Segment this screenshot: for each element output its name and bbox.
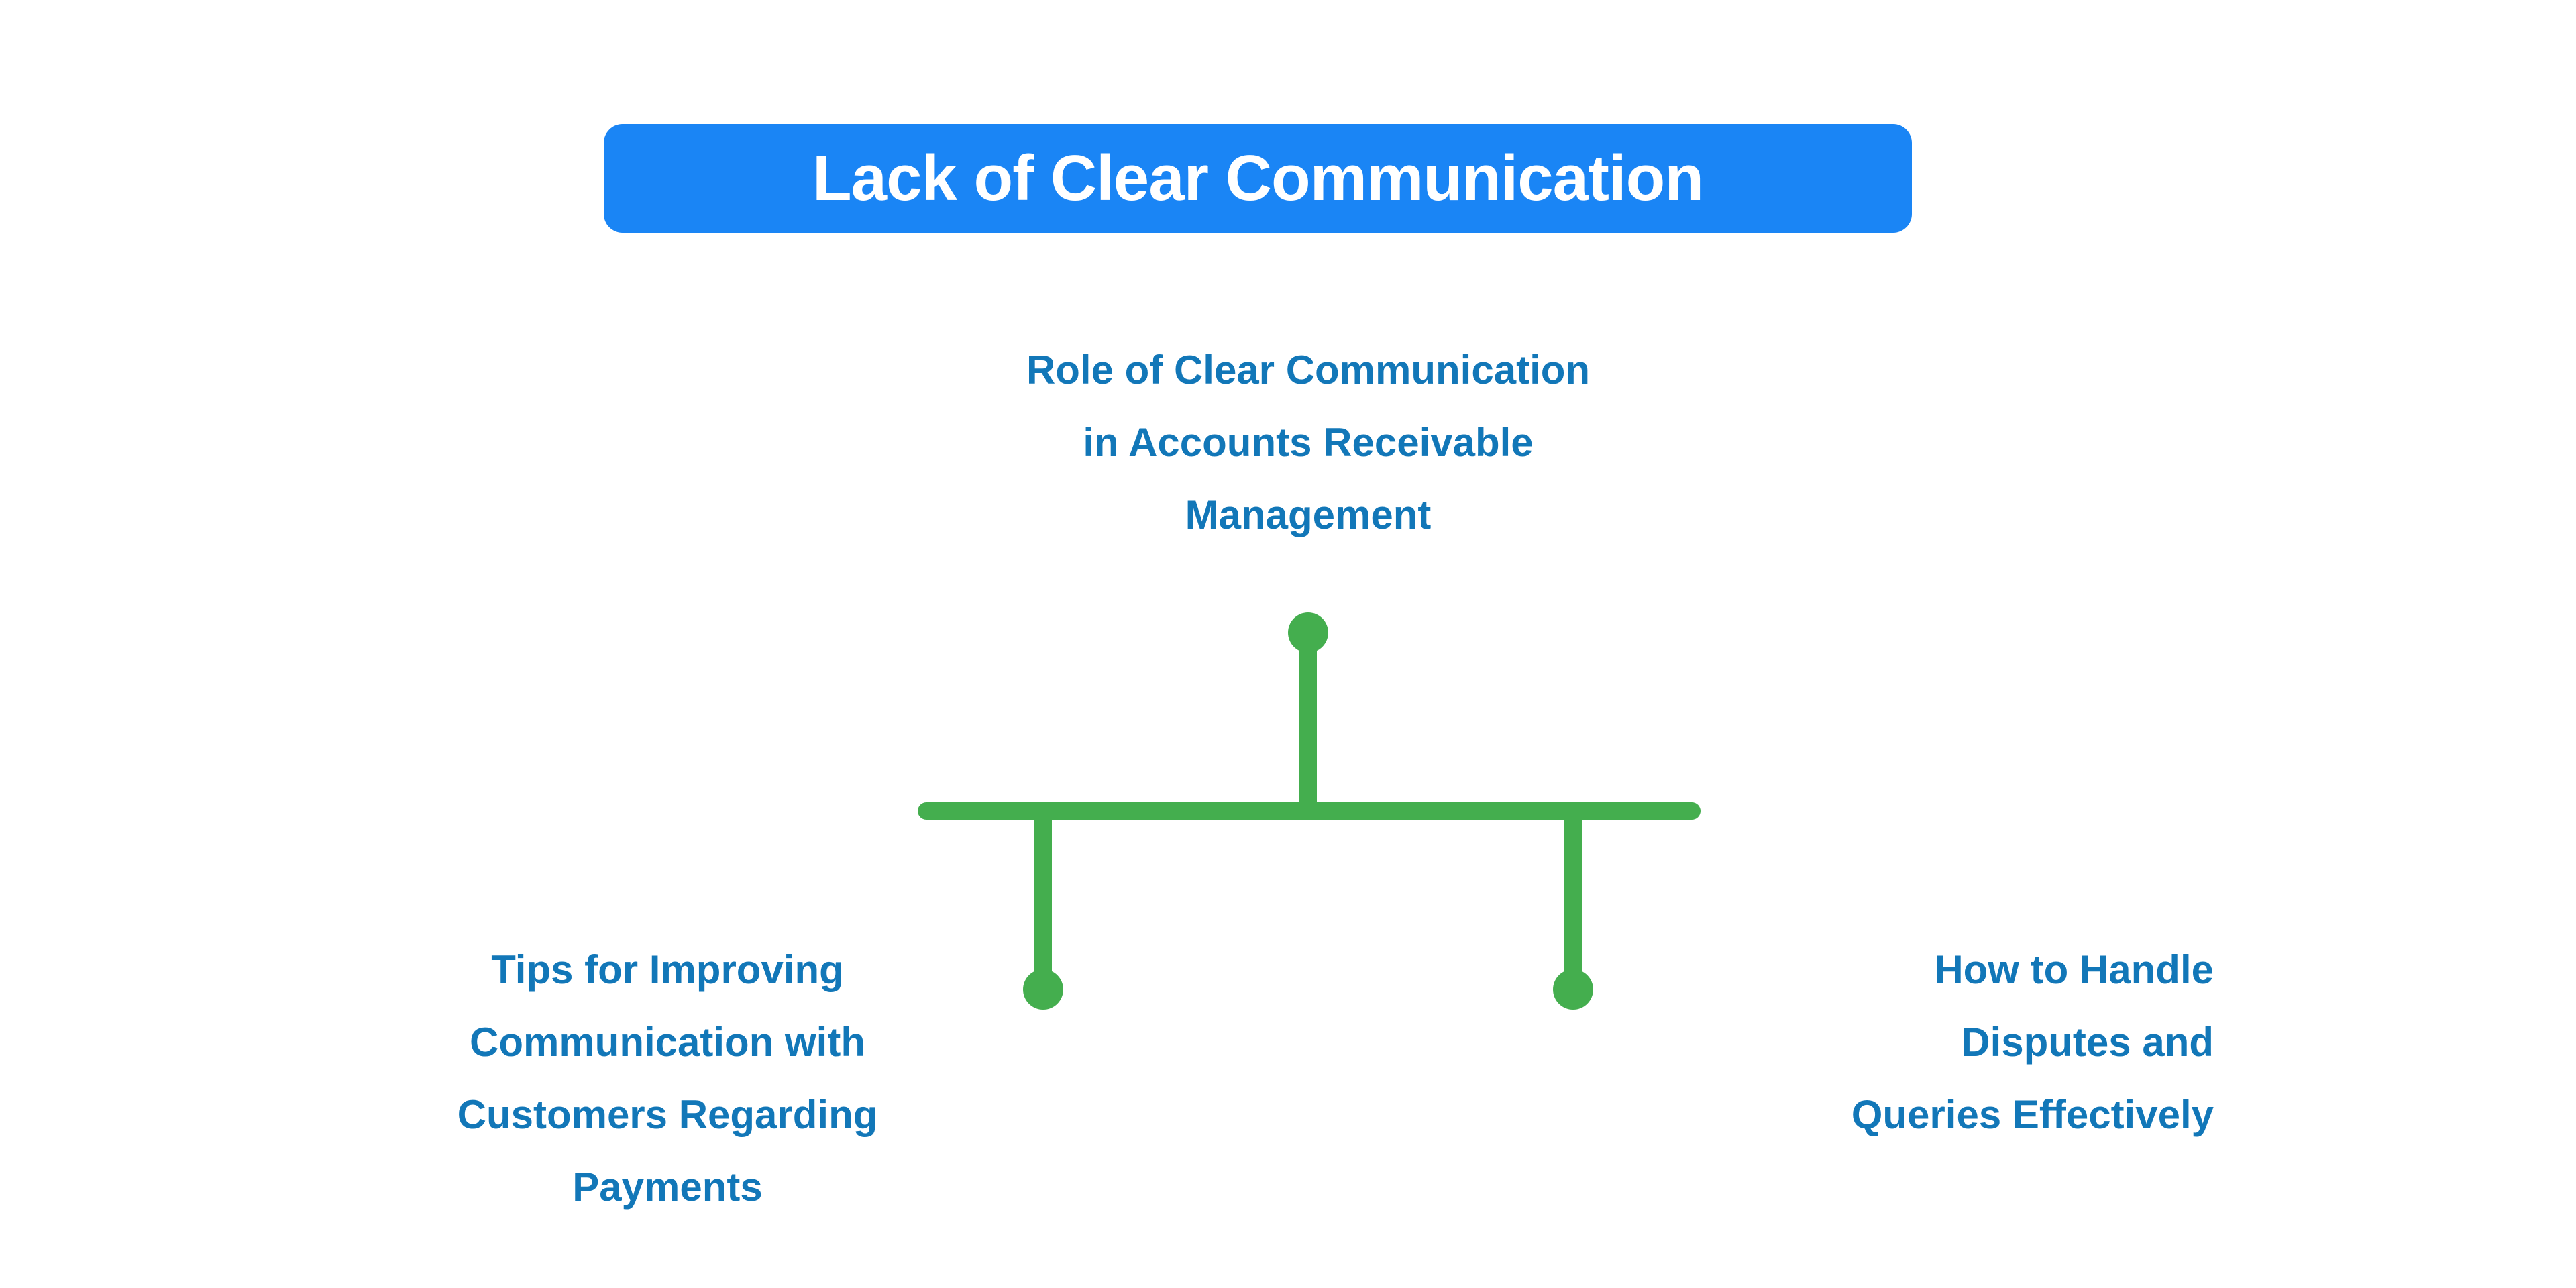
left-label-line-4: Payments bbox=[572, 1165, 763, 1210]
left-label-line-1: Tips for Improving bbox=[491, 947, 844, 992]
title-banner: Lack of Clear Communication bbox=[604, 124, 1912, 233]
left-label-line-3: Customers Regarding bbox=[457, 1092, 878, 1137]
right-branch-label: How to Handle Disputes and Queries Effec… bbox=[1442, 934, 2214, 1151]
left-branch-label: Tips for Improving Communication with Cu… bbox=[198, 934, 1137, 1224]
root-label-line-2: in Accounts Receivable bbox=[1083, 420, 1534, 465]
right-label-line-1: How to Handle bbox=[1934, 947, 2214, 992]
root-label-line-1: Role of Clear Communication bbox=[1026, 347, 1591, 392]
right-label-line-3: Queries Effectively bbox=[1851, 1092, 2214, 1137]
page-title: Lack of Clear Communication bbox=[812, 142, 1704, 214]
root-node-label: Role of Clear Communication in Accounts … bbox=[839, 334, 1778, 551]
left-label-line-2: Communication with bbox=[470, 1020, 865, 1065]
root-node-circle bbox=[1288, 612, 1328, 653]
right-label-line-2: Disputes and bbox=[1961, 1020, 2214, 1065]
root-label-line-3: Management bbox=[1185, 492, 1432, 537]
